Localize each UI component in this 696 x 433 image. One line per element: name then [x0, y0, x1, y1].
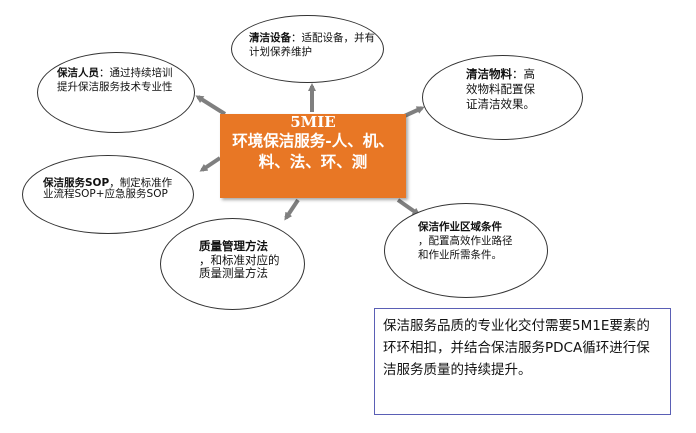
node-quality — [160, 218, 305, 310]
summary-note: 保洁服务品质的专业化交付需要5M1E要素的环环相扣，并结合保洁服务PDCA循环进… — [374, 308, 671, 415]
arrow-to-quality — [284, 198, 300, 221]
arrow-to-sop — [199, 156, 222, 172]
node-materials — [422, 55, 583, 140]
arrow-to-personnel — [195, 95, 227, 116]
node-sop-label: 保洁服务SOP — [43, 177, 110, 189]
node-equipment — [231, 15, 384, 83]
node-environment-text: 保洁作业区域条件 ，配置高效作业路径和作业所需条件。 — [418, 220, 522, 262]
node-equipment-label: 清洁设备 — [249, 32, 291, 44]
node-materials-desc: 高效物料配置保证清洁效果。 — [466, 67, 535, 111]
center-title: 环境保洁服务-人、机、料、法、环、测 — [232, 131, 394, 171]
center-box: 5MIE 环境保洁服务-人、机、料、法、环、测 — [220, 114, 406, 198]
node-personnel-desc: 通过持续培训提升保洁服务技术专业性 — [57, 67, 173, 93]
node-quality-desc: ，和标准对应的质量测量方法 — [199, 252, 280, 280]
arrow-to-environment — [396, 198, 421, 216]
node-quality-label: 质量管理方法 — [199, 239, 268, 253]
summary-note-text: 保洁服务品质的专业化交付需要5M1E要素的环环相扣，并结合保洁服务PDCA循环进… — [383, 318, 650, 378]
node-personnel-label: 保洁人员 — [57, 67, 99, 79]
node-equipment-desc: 适配设备，并有计划保养维护 — [249, 32, 375, 58]
node-sop-desc: 制定标准作业流程SOP+应急服务SOP — [43, 177, 173, 200]
node-environment — [384, 203, 548, 298]
center-code: 5MIE — [290, 113, 336, 131]
node-materials-label: 清洁物料 — [466, 67, 512, 81]
node-sop-text: 保洁服务SOP，制定标准作业流程SOP+应急服务SOP — [43, 177, 173, 200]
node-materials-text: 清洁物料：高效物料配置保证清洁效果。 — [466, 67, 535, 111]
node-personnel — [37, 52, 195, 133]
node-quality-text: 质量管理方法，和标准对应的质量测量方法 — [199, 239, 283, 281]
node-personnel-text: 保洁人员：通过持续培训提升保洁服务技术专业性 — [57, 67, 173, 93]
node-equipment-text: 清洁设备：适配设备，并有计划保养维护 — [249, 32, 375, 58]
node-environment-desc: ，配置高效作业路径和作业所需条件。 — [418, 235, 513, 261]
node-environment-label: 保洁作业区域条件 — [418, 221, 502, 233]
node-sop — [22, 155, 194, 234]
